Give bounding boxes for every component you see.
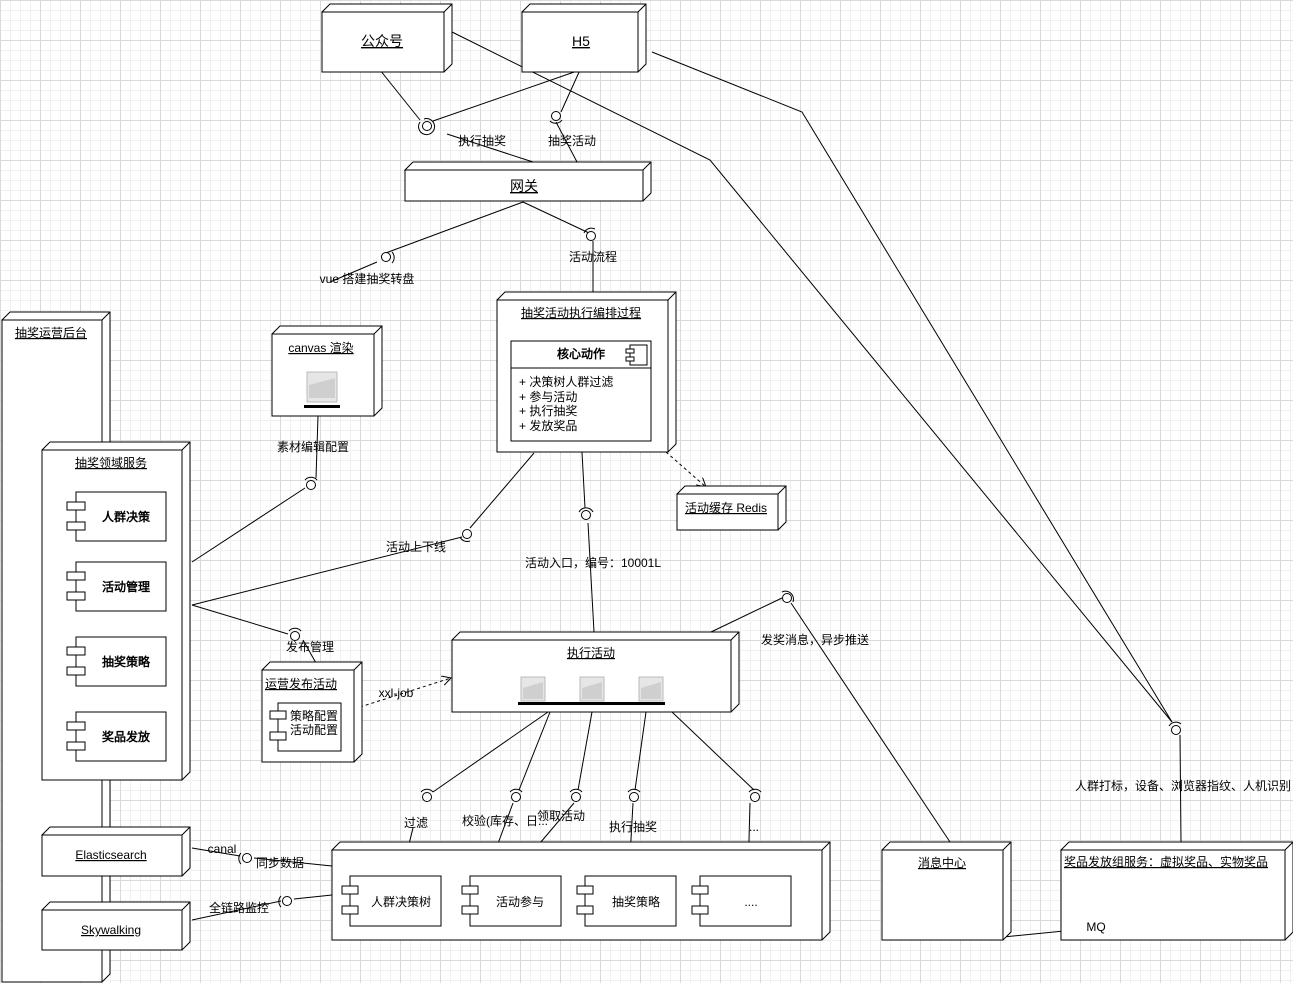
canvas-title: canvas 渲染 bbox=[288, 340, 353, 355]
domain-component-strategy[interactable] bbox=[66, 636, 167, 687]
label-mq: MQ bbox=[1086, 920, 1105, 934]
interface-icon bbox=[569, 788, 583, 802]
execute-image-icon bbox=[579, 676, 605, 702]
interface-icon bbox=[420, 788, 434, 802]
bottom-component-label: 人群决策树 bbox=[371, 894, 431, 909]
label-prize-message: 发奖消息，异步推送 bbox=[761, 632, 869, 647]
interface-icon bbox=[278, 895, 292, 908]
bottom-component-more[interactable] bbox=[691, 875, 792, 927]
publish-title: 运营发布活动 bbox=[265, 676, 337, 691]
core-item: + 参与活动 bbox=[519, 389, 577, 404]
domain-component-crowd[interactable] bbox=[66, 491, 167, 542]
interface-icon bbox=[381, 251, 395, 264]
label-exec-lottery: 执行抽奖 bbox=[609, 820, 657, 834]
label-crowd-tags: 人群打标，设备、浏览器指纹、人机识别 bbox=[1075, 778, 1291, 793]
interface-icon bbox=[627, 788, 641, 802]
label-vue-wheel: vue 搭建抽奖转盘 bbox=[320, 271, 415, 286]
domain-service-title: 抽奖领域服务 bbox=[75, 455, 147, 470]
core-item: + 执行抽奖 bbox=[519, 404, 577, 418]
interface-icon bbox=[418, 118, 436, 136]
label-xxl-job: xxl-job bbox=[379, 686, 414, 700]
label-activity-online: 活动上下线 bbox=[386, 540, 446, 554]
interface-symbols bbox=[238, 111, 1182, 929]
gongzhonghao-title: 公众号 bbox=[361, 33, 403, 49]
interface-icon bbox=[748, 788, 762, 802]
label-execute-lottery: 执行抽奖 bbox=[458, 134, 506, 148]
interface-icon bbox=[583, 227, 596, 241]
domain-component-activity[interactable] bbox=[66, 561, 167, 612]
execute-title: 执行活动 bbox=[567, 646, 615, 660]
interface-icon bbox=[238, 852, 252, 865]
domain-component-label: 人群决策 bbox=[102, 509, 151, 524]
execute-image-icon bbox=[638, 676, 664, 702]
label-material-config: 素材编辑配置 bbox=[277, 439, 349, 454]
label-claim: 领取活动 bbox=[537, 809, 585, 823]
label-lottery-activity: 抽奖活动 bbox=[548, 134, 596, 148]
elasticsearch-title: Elasticsearch bbox=[75, 848, 146, 862]
elasticsearch-node[interactable] bbox=[41, 826, 191, 877]
core-action-title: 核心动作 bbox=[557, 346, 605, 361]
h5-node[interactable] bbox=[521, 3, 647, 73]
interface-icon bbox=[1168, 721, 1182, 735]
bottom-component-label: 抽奖策略 bbox=[612, 894, 660, 909]
prize-service-node[interactable] bbox=[1060, 841, 1293, 941]
interface-icon bbox=[781, 590, 794, 603]
publish-item: 策略配置 bbox=[290, 708, 338, 723]
canvas-image-icon bbox=[304, 371, 340, 408]
skywalking-node[interactable] bbox=[41, 901, 191, 951]
domain-component-label: 抽奖策略 bbox=[102, 654, 151, 669]
interface-icon bbox=[459, 529, 472, 542]
redis-cache-node[interactable] bbox=[676, 485, 787, 531]
message-center-title: 消息中心 bbox=[918, 855, 966, 870]
bottom-component-label: 活动参与 bbox=[496, 894, 544, 909]
label-trace-monitor: 全链路监控 bbox=[209, 900, 269, 915]
bottom-component-crowd-tree[interactable] bbox=[341, 875, 442, 927]
bottom-component-participate[interactable] bbox=[461, 875, 562, 927]
label-activity-entry: 活动入口，编号：10001L bbox=[525, 555, 661, 570]
label-dots: ... bbox=[749, 820, 759, 834]
interface-icon bbox=[549, 111, 563, 124]
admin-title: 抽奖运营后台 bbox=[15, 325, 87, 340]
orchestration-title: 抽奖活动执行编排过程 bbox=[521, 305, 641, 320]
domain-component-label: 活动管理 bbox=[102, 579, 150, 594]
bottom-component-label: .... bbox=[744, 895, 757, 909]
interface-icon bbox=[578, 507, 594, 520]
label-canal: canal bbox=[208, 842, 237, 856]
domain-component-prize[interactable] bbox=[66, 711, 167, 762]
prize-service-title: 奖品发放组服务：虚拟奖品、实物奖品 bbox=[1064, 854, 1268, 869]
interface-icon bbox=[288, 627, 302, 641]
execute-image-icon bbox=[520, 676, 546, 702]
gongzhonghao-node[interactable] bbox=[321, 3, 453, 73]
component-icon bbox=[625, 344, 648, 366]
publish-item: 活动配置 bbox=[290, 723, 338, 737]
label-activity-flow: 活动流程 bbox=[569, 249, 617, 264]
label-filter: 过滤 bbox=[404, 816, 428, 830]
core-item: + 发放奖品 bbox=[519, 418, 577, 433]
interface-icon bbox=[509, 788, 523, 802]
execute-activity-node[interactable] bbox=[451, 631, 740, 713]
domain-component-label: 奖品发放 bbox=[102, 729, 151, 744]
label-publish-manage: 发布管理 bbox=[286, 639, 334, 654]
gateway-title: 网关 bbox=[510, 178, 538, 194]
label-sync-data: 同步数据 bbox=[256, 855, 304, 870]
execute-image-underline bbox=[518, 702, 665, 705]
skywalking-title: Skywalking bbox=[81, 923, 141, 937]
bottom-component-strategy[interactable] bbox=[576, 875, 677, 927]
label-verify: 校验(库存、日... bbox=[462, 813, 548, 828]
core-action-component[interactable] bbox=[510, 340, 652, 442]
gateway-node[interactable] bbox=[403, 161, 652, 202]
message-center-node[interactable] bbox=[881, 841, 1012, 941]
redis-title: 活动缓存 Redis bbox=[685, 501, 767, 515]
publish-config-component[interactable] bbox=[269, 702, 342, 752]
h5-title: H5 bbox=[572, 33, 590, 49]
connector-lines bbox=[191, 31, 1182, 938]
core-item: + 决策树人群过滤 bbox=[519, 374, 613, 389]
interface-icon bbox=[304, 476, 318, 490]
